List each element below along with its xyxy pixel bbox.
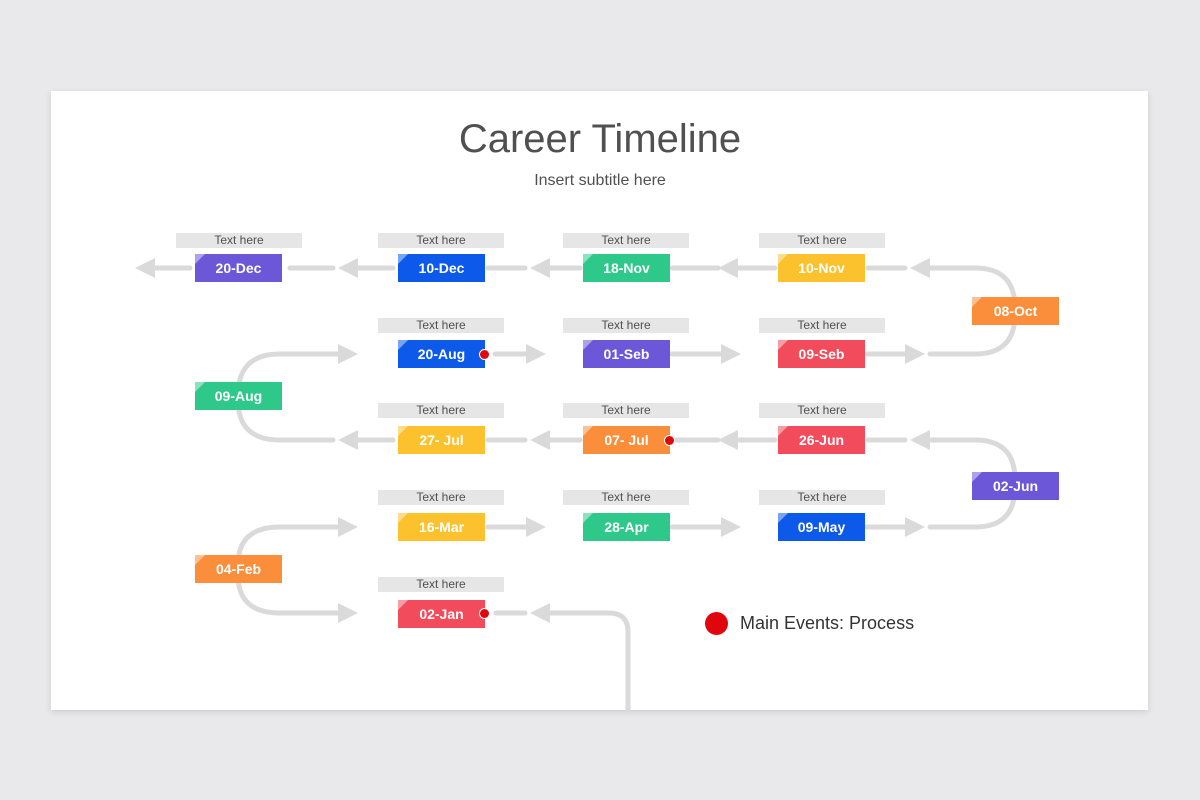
event-tag-07-jul: Text here [563,403,689,418]
event-tag-18-nov: Text here [563,233,689,248]
track-start [530,603,631,713]
page-title: Career Timeline [458,117,742,161]
event-badge-16-mar[interactable]: 16-Mar [398,513,485,541]
event-badge-20-aug[interactable]: 20-Aug [398,340,485,368]
event-badge-09-may[interactable]: 09-May [778,513,865,541]
event-badge-02-jun[interactable]: 02-Jun [972,472,1059,500]
main-event-dot-02-jan [479,608,490,619]
event-tag-20-dec: Text here [176,233,302,248]
event-tag-27-jul: Text here [378,403,504,418]
page-subtitle: Insert subtitle here [534,172,666,189]
legend-main-event-dot [705,612,728,635]
event-tag-02-jan: Text here [378,577,504,592]
main-event-dot-07-jul [664,435,675,446]
event-badge-10-dec[interactable]: 10-Dec [398,254,485,282]
event-badge-28-apr[interactable]: 28-Apr [583,513,670,541]
event-badge-08-oct[interactable]: 08-Oct [972,297,1059,325]
event-tag-10-nov: Text here [759,233,885,248]
event-badge-02-jan[interactable]: 02-Jan [398,600,485,628]
event-tag-26-jun: Text here [759,403,885,418]
event-tag-10-dec: Text here [378,233,504,248]
event-badge-09-seb[interactable]: 09-Seb [778,340,865,368]
event-tag-16-mar: Text here [378,490,504,505]
event-badge-26-jun[interactable]: 26-Jun [778,426,865,454]
event-tag-01-seb: Text here [563,318,689,333]
event-badge-09-aug[interactable]: 09-Aug [195,382,282,410]
event-badge-04-feb[interactable]: 04-Feb [195,555,282,583]
event-tag-09-seb: Text here [759,318,885,333]
event-badge-20-dec[interactable]: 20-Dec [195,254,282,282]
main-event-dot-20-aug [479,349,490,360]
event-badge-18-nov[interactable]: 18-Nov [583,254,670,282]
legend-label: Main Events: Process [740,613,915,633]
event-badge-27-jul[interactable]: 27- Jul [398,426,485,454]
event-badge-01-seb[interactable]: 01-Seb [583,340,670,368]
event-badge-10-nov[interactable]: 10-Nov [778,254,865,282]
event-tag-09-may: Text here [759,490,885,505]
event-tag-28-apr: Text here [563,490,689,505]
event-badge-07-jul[interactable]: 07- Jul [583,426,670,454]
event-tag-20-aug: Text here [378,318,504,333]
